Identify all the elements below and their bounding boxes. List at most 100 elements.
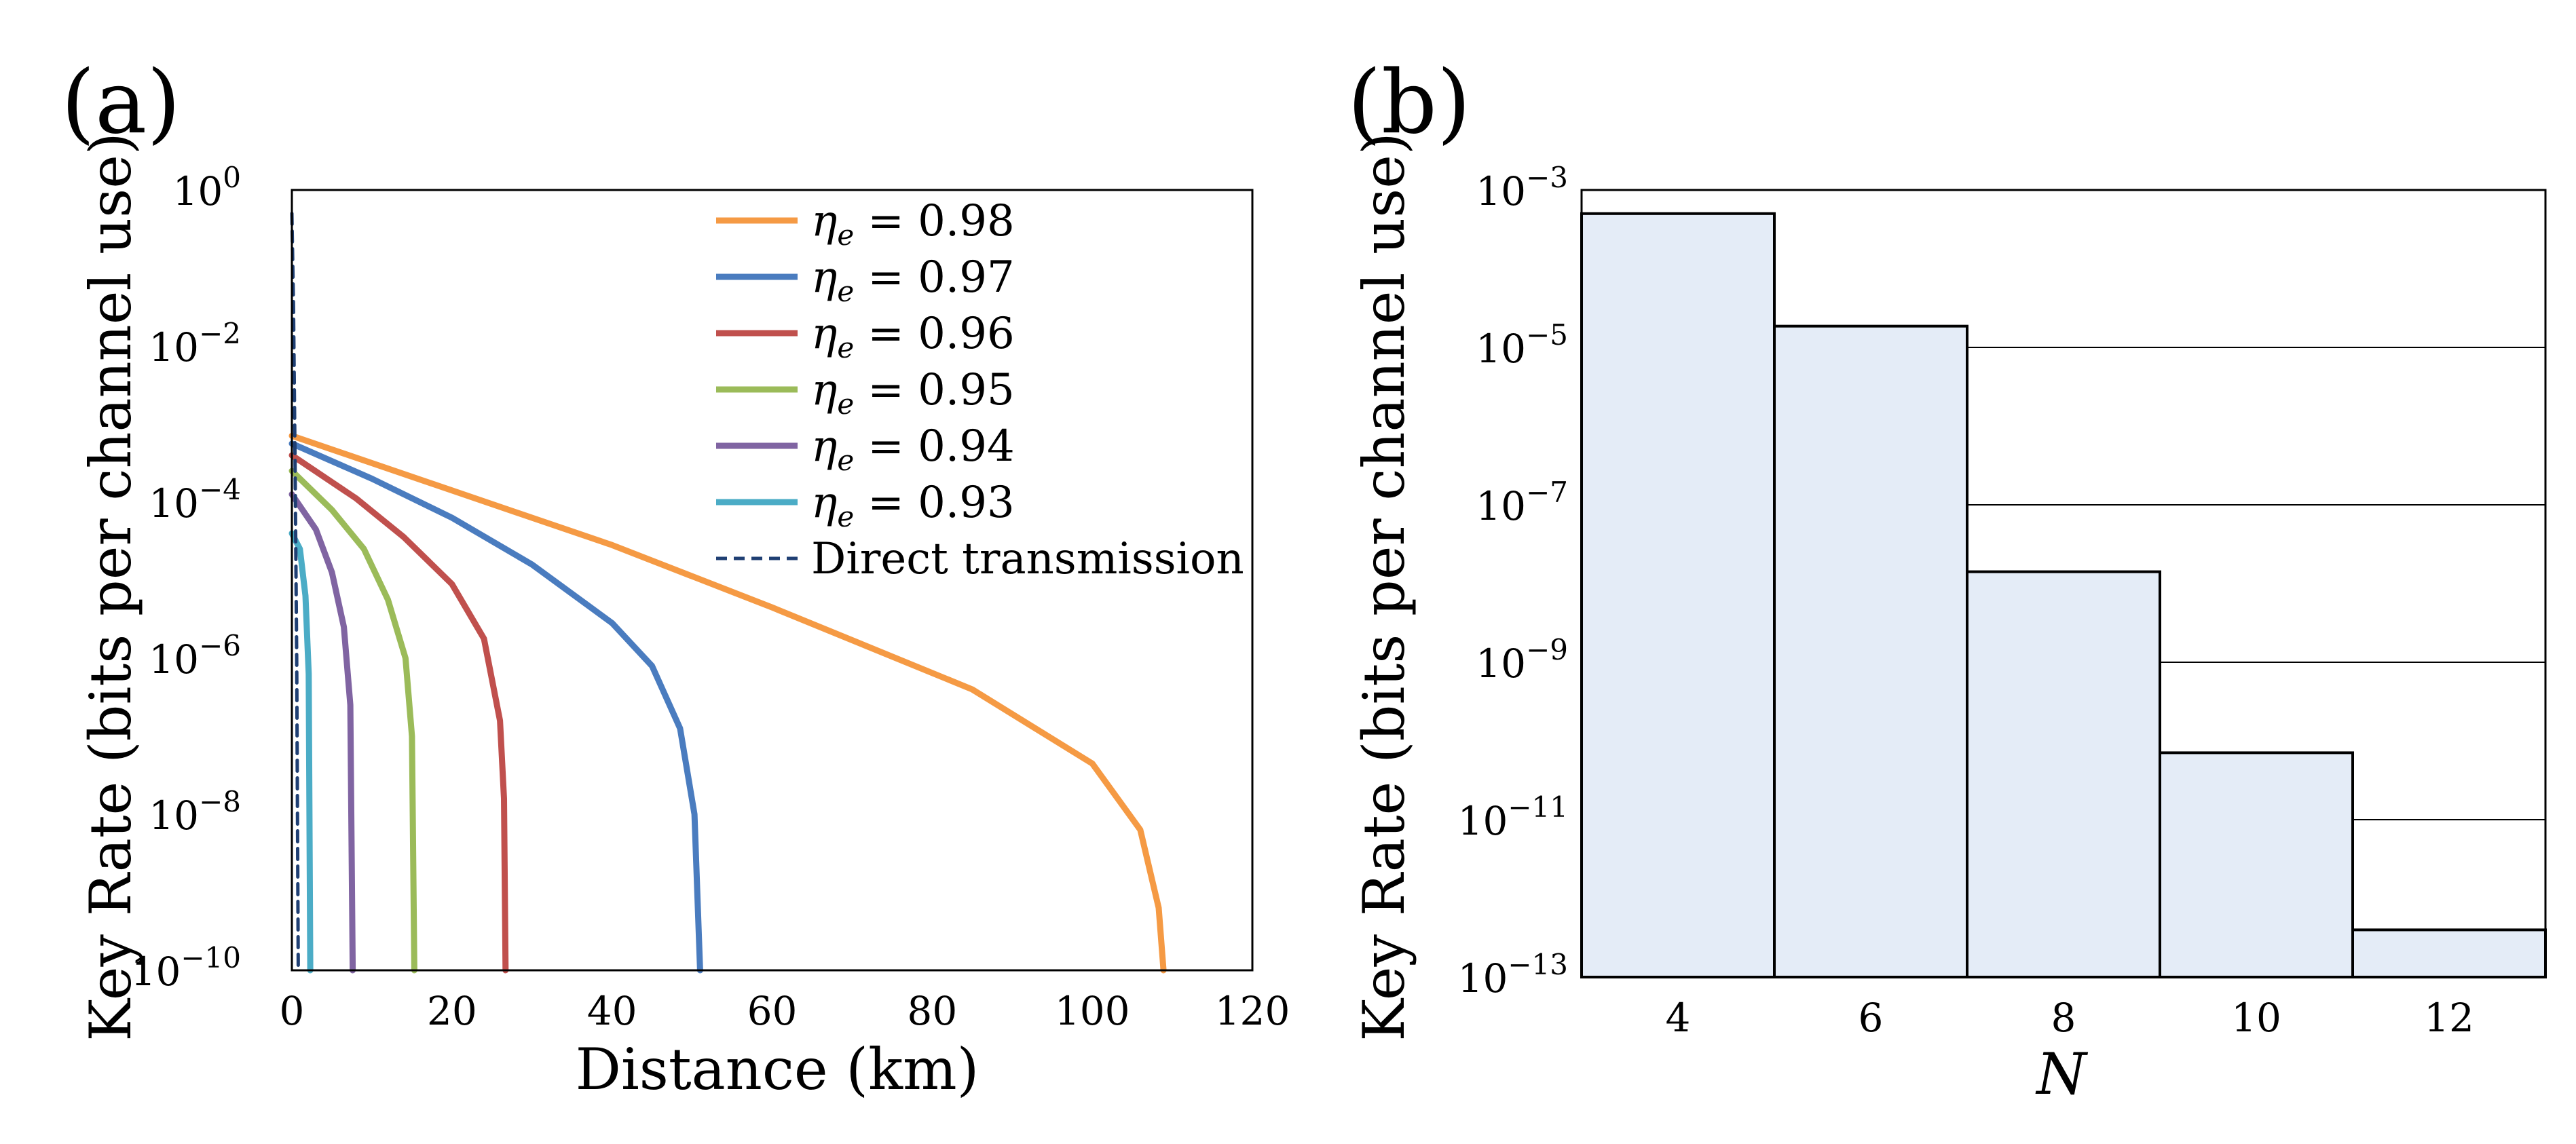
legend-sub: e — [837, 218, 854, 252]
panel-a-series-line-1 — [288, 440, 703, 974]
panel-a-legend-entry-1: ηe = 0.97 — [811, 252, 1015, 308]
legend-sub: e — [837, 331, 854, 364]
panel-a-y-tick-label-base: 10 — [172, 168, 223, 214]
panel-a-y-tick-label-exponent: −8 — [199, 785, 241, 818]
legend-var: η — [811, 196, 837, 246]
panel-b-y-tick-label: 10−13 — [1458, 948, 1568, 1002]
legend-sub: e — [837, 444, 854, 477]
panel-b-x-tick-label: 12 — [2424, 995, 2474, 1041]
panel-b-bar-10 — [2159, 751, 2354, 979]
panel-a-y-tick-label-exponent: −6 — [199, 629, 241, 662]
panel-b-y-tick-label-exponent: −3 — [1526, 161, 1568, 194]
panel-a-y-tick-label-base: 10 — [149, 636, 199, 683]
panel-b-y-tick-label: 10−7 — [1476, 476, 1568, 529]
panel-a-legend-entry-0: ηe = 0.98 — [811, 196, 1015, 252]
legend-value: = 0.96 — [867, 309, 1014, 359]
panel-a-x-tick-label: 60 — [747, 988, 798, 1034]
panel-b-x-tick-label: 10 — [2231, 995, 2281, 1041]
panel-b-x-tick-label: 8 — [2051, 995, 2076, 1041]
panel-a-y-tick-label: 10−10 — [131, 941, 241, 995]
panel-a-y-tick-label: 10−8 — [149, 785, 241, 839]
panel-b-y-tick-label-exponent: −7 — [1526, 476, 1568, 509]
panel-b-y-tick-label-base: 10 — [1458, 798, 1508, 844]
panel-a-y-tick-label: 10−4 — [149, 473, 241, 527]
panel-a-y-tick-label: 10−6 — [149, 629, 241, 683]
legend-var: η — [811, 252, 837, 303]
panel-b-y-tick-label-base: 10 — [1476, 483, 1526, 529]
panel-b-y-axis-label: Key Rate (bits per channel use) — [1351, 132, 1417, 1042]
panel-a-y-axis-label: Key Rate (bits per channel use) — [77, 132, 144, 1042]
panel-a-x-tick-label: 20 — [427, 988, 477, 1034]
panel-a-x-ticks: 0 20 40 60 80 100 120 — [280, 988, 1290, 1034]
panel-a-y-tick-label: 100 — [172, 161, 241, 214]
panel-a-y-tick-label-exponent: 0 — [223, 161, 241, 194]
panel-a-x-axis-label: Distance (km) — [576, 1036, 979, 1103]
panel-b-bar-8 — [1966, 570, 2161, 978]
legend-value: Direct transmission — [811, 534, 1244, 584]
legend-var: η — [811, 365, 837, 415]
panel-b-y-tick-label: 10−3 — [1476, 161, 1568, 214]
panel-b-y-tick-label-exponent: −5 — [1526, 318, 1568, 351]
panel-a-legend-entry-5: ηe = 0.93 — [811, 478, 1015, 533]
panel-b-bar-12 — [2351, 928, 2547, 979]
panel-a-series-line-5 — [288, 530, 314, 974]
panel-b-x-axis-label: N — [2035, 1041, 2088, 1107]
panel-a-legend-entry-4: ηe = 0.94 — [811, 421, 1015, 477]
panel-b-y-tick-label: 10−5 — [1476, 318, 1568, 372]
legend-var: η — [811, 309, 837, 359]
panel-a-legend-entry-6: Direct transmission — [811, 534, 1244, 584]
panel-b-x-ticks: 4 6 8 10 12 — [1666, 995, 2474, 1041]
legend-var: η — [811, 421, 837, 472]
panel-a-y-tick-label-exponent: −10 — [181, 941, 241, 974]
panel-a-y-tick-label-base: 10 — [149, 793, 199, 839]
legend-var: η — [811, 478, 837, 528]
panel-a-series-line-4 — [288, 491, 356, 974]
legend-sub: e — [837, 387, 854, 421]
panel-a-x-tick-label: 0 — [280, 988, 305, 1034]
panel-b-frame — [1580, 189, 2547, 978]
panel-a-y-tick-label-base: 10 — [131, 949, 181, 995]
panel-a-series-line-3 — [288, 468, 417, 974]
panel-a-x-tick-label: 100 — [1055, 988, 1130, 1034]
panel-a-series-line-2 — [288, 452, 509, 974]
legend-value: = 0.94 — [867, 421, 1014, 472]
panel-a-series-line-6 — [290, 212, 300, 972]
panel-a-y-tick-label-exponent: −2 — [199, 317, 241, 350]
panel-a-series-line-0 — [288, 432, 1167, 974]
legend-sub: e — [837, 275, 854, 308]
panel-a-y-tick-label-base: 10 — [149, 480, 199, 527]
panel-b-bar-4 — [1580, 212, 1776, 978]
panel-b-y-tick-label-base: 10 — [1476, 168, 1526, 214]
panel-b-y-tick-label: 10−11 — [1458, 790, 1568, 844]
panel-b-y-tick-label-exponent: −13 — [1508, 948, 1568, 981]
panel-a-label: (a) — [61, 52, 181, 153]
panel-b-x-tick-label: 6 — [1859, 995, 1884, 1041]
panel-b-x-tick-label: 4 — [1666, 995, 1691, 1041]
panel-a-y-tick-label-base: 10 — [149, 324, 199, 370]
legend-value: = 0.97 — [867, 252, 1014, 303]
panel-b-y-tick-label-base: 10 — [1476, 641, 1526, 687]
legend-value: = 0.98 — [867, 196, 1014, 246]
legend-sub: e — [837, 500, 854, 533]
panel-b-label: (b) — [1347, 52, 1471, 153]
panel-b-bar-chart: (b) Key Rate (bits per channel use) N 4 6… — [1347, 52, 2547, 1107]
panel-b-y-tick-label: 10−9 — [1476, 633, 1568, 687]
panel-b-y-tick-label-base: 10 — [1458, 955, 1508, 1002]
legend-value: = 0.95 — [867, 365, 1014, 415]
panel-a-x-tick-label: 80 — [907, 988, 957, 1034]
panel-a-plot-area — [288, 212, 1167, 974]
legend-value: = 0.93 — [867, 478, 1014, 528]
panel-a-line-chart: (a) Key Rate (bits per channel use) Dist… — [61, 52, 1290, 1103]
panel-a-legend-entry-2: ηe = 0.96 — [811, 309, 1015, 364]
panel-a-x-tick-label: 40 — [587, 988, 637, 1034]
panel-b-y-tick-label-exponent: −9 — [1526, 633, 1568, 666]
panel-a-y-tick-label: 10−2 — [149, 317, 241, 370]
panel-b-bar-6 — [1773, 324, 1968, 978]
panel-a-x-tick-label: 120 — [1215, 988, 1290, 1034]
panel-a-frame — [291, 189, 1254, 972]
panel-b-y-tick-label-base: 10 — [1476, 326, 1526, 372]
